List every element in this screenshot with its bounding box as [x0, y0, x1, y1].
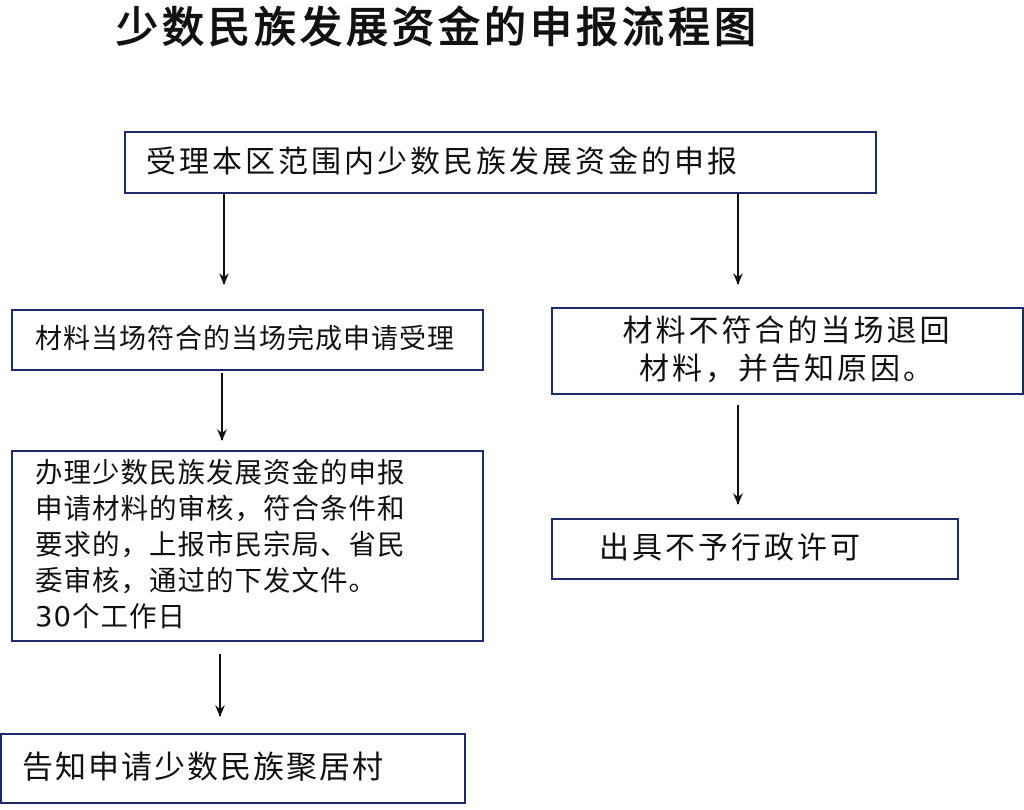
- accept-node: 材料当场符合的当场完成申请受理: [11, 309, 484, 371]
- reject-node: 材料不符合的当场退回 材料，并告知原因。: [551, 307, 1024, 395]
- review-node-text: 办理少数民族发展资金的申报 申请材料的审核，符合条件和 要求的，上报市民宗局、省…: [35, 457, 406, 633]
- review-node: 办理少数民族发展资金的申报 申请材料的审核，符合条件和 要求的，上报市民宗局、省…: [11, 450, 484, 642]
- flowchart-title: 少数民族发展资金的申报流程图: [116, 3, 761, 52]
- deny-node-text: 出具不予行政许可: [599, 531, 863, 566]
- start-node: 受理本区范围内少数民族发展资金的申报: [124, 131, 877, 194]
- notify-node: 告知申请少数民族聚居村: [0, 733, 466, 804]
- start-node-text: 受理本区范围内少数民族发展资金的申报: [146, 145, 740, 180]
- reject-node-text: 材料不符合的当场退回 材料，并告知原因。: [622, 314, 953, 387]
- deny-node: 出具不予行政许可: [551, 518, 959, 580]
- accept-node-text: 材料当场符合的当场完成申请受理: [35, 324, 455, 355]
- notify-node-text: 告知申请少数民族聚居村: [22, 750, 385, 786]
